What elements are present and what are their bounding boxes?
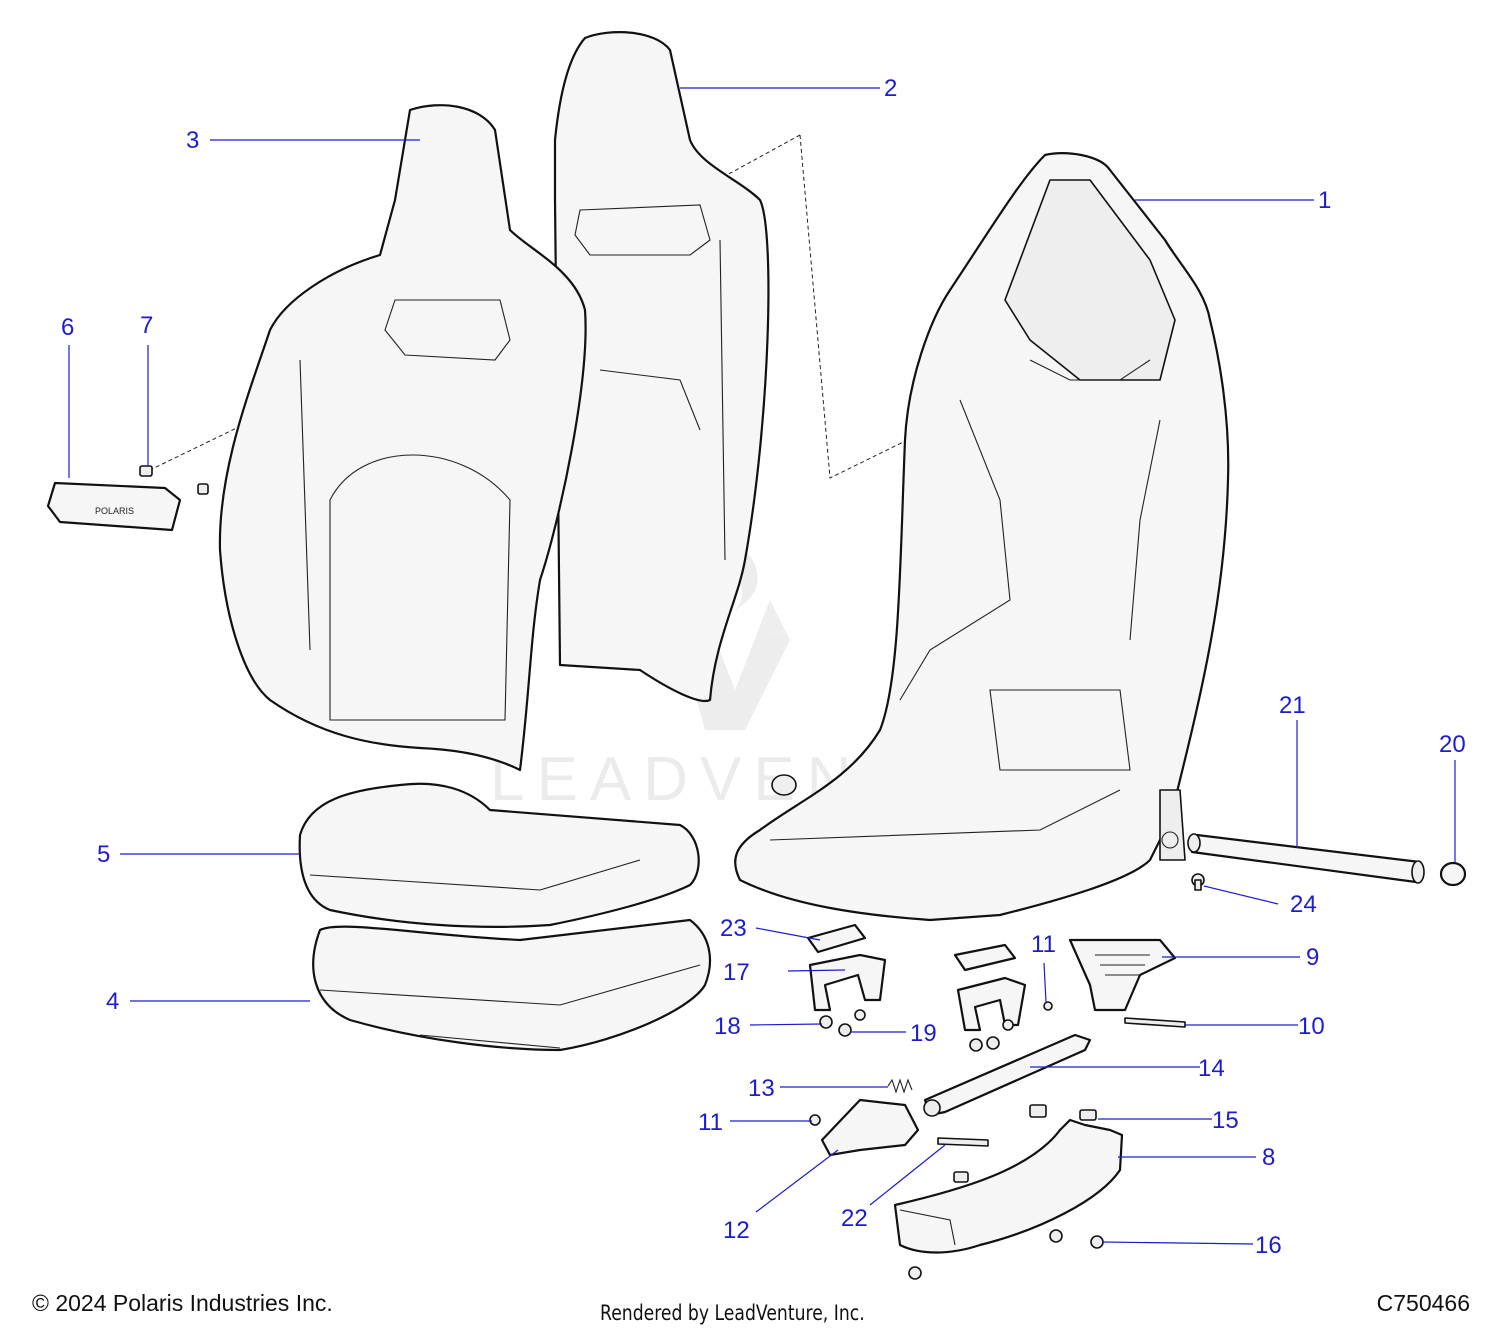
diagram-id: C750466 — [1376, 1290, 1470, 1316]
emblem-fastener — [139, 465, 209, 495]
seat-emblem: POLARIS — [46, 481, 182, 532]
pivot-pin — [1124, 1017, 1186, 1028]
seat-shell — [734, 152, 1230, 922]
seat-bottom-pan — [312, 918, 712, 1052]
callout-7[interactable]: 7 — [140, 312, 153, 339]
fastener-set — [819, 1009, 1014, 1052]
slider-plate — [1068, 938, 1177, 1012]
callout-3[interactable]: 3 — [186, 127, 199, 154]
callout-22[interactable]: 22 — [841, 1205, 868, 1232]
callout-numbers: 1 2 3 4 5 6 7 8 9 10 11 11 12 13 14 15 1… — [61, 75, 1466, 1259]
callout-5[interactable]: 5 — [97, 841, 110, 868]
callout-24[interactable]: 24 — [1290, 891, 1317, 918]
bump-stop — [771, 774, 797, 796]
spring — [887, 1078, 913, 1094]
rendered-by-text: Rendered by LeadVenture, Inc. — [600, 1301, 865, 1325]
callout-14[interactable]: 14 — [1198, 1055, 1225, 1082]
leader-lines — [68, 87, 1456, 1245]
pivot-tube — [1187, 833, 1425, 884]
callout-4[interactable]: 4 — [106, 988, 119, 1015]
callout-1[interactable]: 1 — [1318, 187, 1331, 214]
callout-10[interactable]: 10 — [1298, 1013, 1325, 1040]
adjuster-bar — [923, 1033, 1092, 1117]
copyright-text: © 2024 Polaris Industries Inc. — [32, 1290, 333, 1316]
callout-21[interactable]: 21 — [1279, 692, 1306, 719]
rail-clip — [1079, 1109, 1097, 1121]
callout-13[interactable]: 13 — [748, 1075, 775, 1102]
seat-back-cover-front — [218, 104, 587, 772]
mount-pad — [806, 923, 1017, 972]
callout-2[interactable]: 2 — [884, 75, 897, 102]
callout-9[interactable]: 9 — [1306, 944, 1319, 971]
callout-17[interactable]: 17 — [723, 959, 750, 986]
bolt — [1191, 873, 1205, 891]
callout-23[interactable]: 23 — [720, 915, 747, 942]
washer — [809, 1001, 1053, 1126]
callout-12[interactable]: 12 — [723, 1217, 750, 1244]
callout-19[interactable]: 19 — [910, 1020, 937, 1047]
callout-18[interactable]: 18 — [714, 1013, 741, 1040]
callout-6[interactable]: 6 — [61, 314, 74, 341]
callout-20[interactable]: 20 — [1439, 731, 1466, 758]
svg-text:POLARIS: POLARIS — [95, 506, 134, 516]
seat-back-cover-rear — [553, 31, 770, 703]
base-rail — [893, 1104, 1124, 1254]
rail-screw — [908, 1229, 1104, 1280]
latch-pin — [937, 1137, 989, 1147]
tube-cap — [1439, 861, 1467, 887]
mount-bracket — [808, 953, 1027, 1032]
callout-15[interactable]: 15 — [1212, 1107, 1239, 1134]
callout-11-lower[interactable]: 11 — [698, 1109, 723, 1136]
seat-bottom-cushion — [298, 782, 700, 928]
callout-16[interactable]: 16 — [1255, 1232, 1282, 1259]
callout-11-upper[interactable]: 11 — [1031, 931, 1056, 958]
callout-8[interactable]: 8 — [1262, 1144, 1275, 1171]
latch-housing — [820, 1098, 920, 1157]
